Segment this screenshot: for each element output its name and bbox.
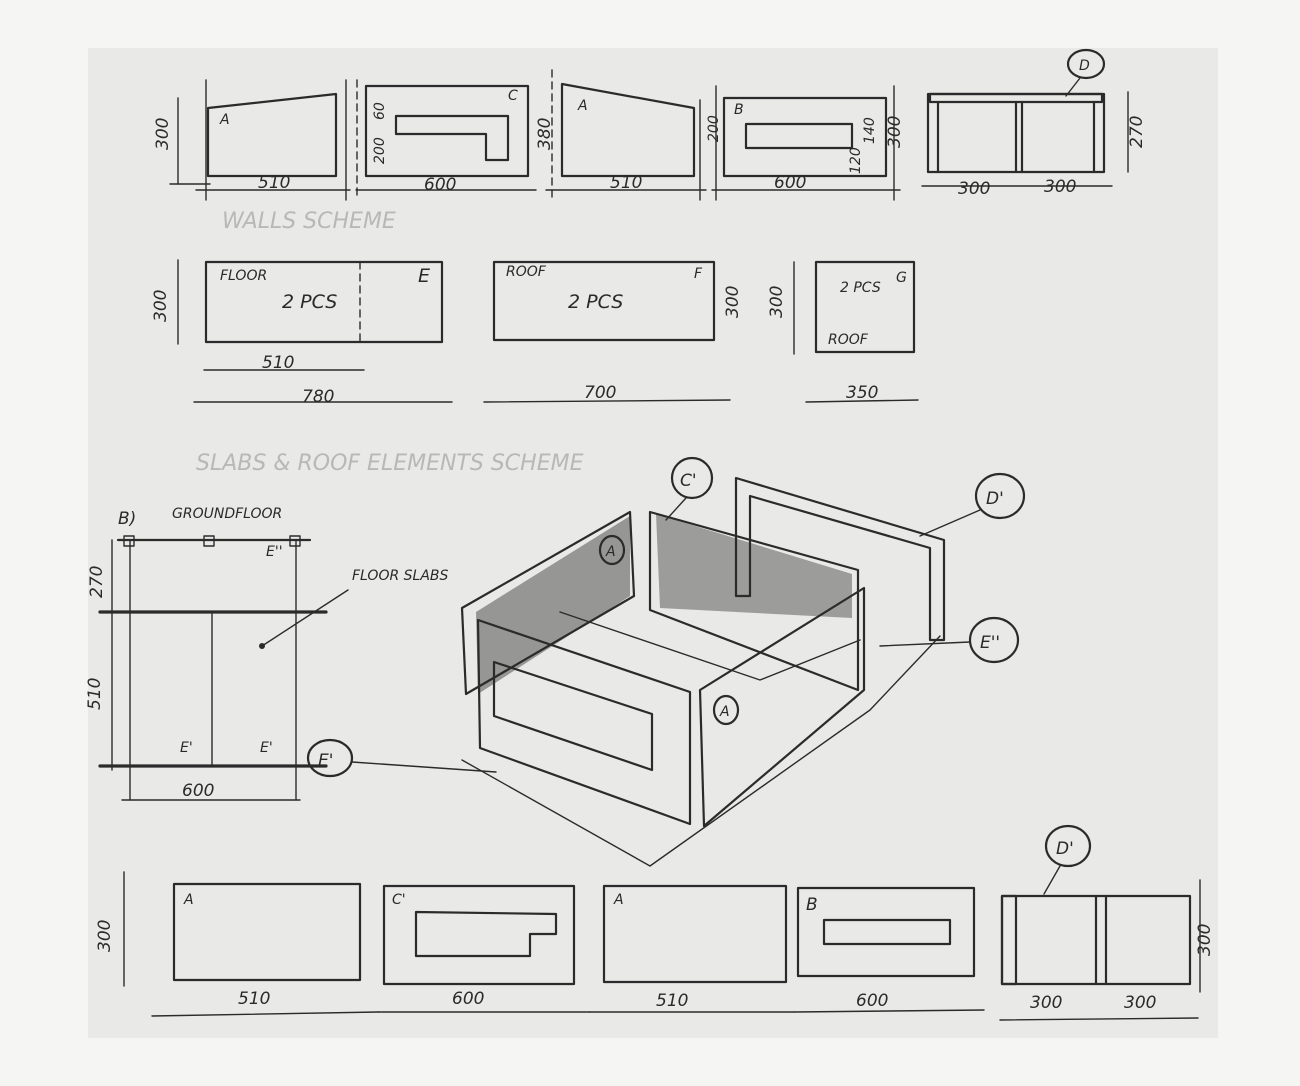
wall-a-letter: A: [219, 112, 230, 128]
bottom-d-width2: 300: [1124, 993, 1156, 1013]
callout-a1: [598, 534, 626, 566]
wall-b-h1: 200: [706, 115, 722, 142]
slab-roof-g: 2 PCS G ROOF 300 350: [767, 260, 919, 403]
slab-f-name: ROOF: [506, 264, 547, 280]
slab-f-letter: F: [694, 266, 703, 282]
wall-d-width2: 300: [1044, 177, 1076, 197]
wall-a2-height: 380: [535, 118, 555, 150]
bottom-a2-width: 510: [656, 991, 688, 1011]
wall-panel-d: D 300 270 300 300: [885, 48, 1147, 199]
slab-g-qty: 2 PCS: [840, 280, 881, 296]
callout-d: [1066, 48, 1106, 80]
slab-g-height: 300: [767, 286, 787, 318]
bottom-panel-a2: A 510: [589, 884, 795, 1013]
walls-section-title: WALLS SCHEME: [222, 209, 396, 234]
slab-f-width: 700: [584, 383, 616, 403]
slab-g-name: ROOF: [828, 332, 869, 348]
groundfloor-title: GROUNDFLOOR: [172, 506, 282, 522]
wall-c-width: 600: [424, 175, 456, 195]
bottom-d-width1: 300: [1030, 993, 1062, 1013]
paper-area: [88, 48, 1218, 1038]
bottom-a-width: 510: [238, 989, 270, 1009]
wall-panel-a: A 300 510: [153, 79, 351, 201]
wall-panel-a2: A 380 510: [535, 69, 707, 201]
slab-roof-f: ROOF 2 PCS F 300 700: [483, 260, 743, 403]
bottom-a-height: 300: [95, 920, 115, 952]
wall-b-h3: 120: [848, 147, 864, 174]
callout-a2: [712, 694, 740, 726]
wall-b-width: 600: [774, 173, 806, 193]
bottom-row: A 300 510 C' 600 A 510 B 600: [95, 824, 1215, 1021]
callout-c-prime: [670, 456, 714, 500]
wall-a2-width: 510: [610, 173, 642, 193]
wall-a-width: 510: [258, 173, 290, 193]
groundfloor-label-e1c: E': [318, 751, 333, 771]
iso-wall-a-shade: [476, 516, 630, 694]
bottom-panel-c-prime: C' 600: [377, 884, 591, 1013]
iso-callout-a1: A: [605, 544, 616, 560]
slab-e-letter: E: [418, 265, 430, 287]
slab-f-qty: 2 PCS: [568, 291, 623, 313]
wall-a2-letter: A: [577, 98, 588, 114]
bottom-d-letter: D': [1056, 839, 1074, 859]
bottom-c-letter: C': [392, 892, 406, 908]
iso-callout-d: D': [986, 489, 1004, 509]
iso-callout-e2: E'': [980, 633, 1000, 653]
wall-panel-c: C 200 60 600: [355, 79, 537, 201]
groundfloor-top-dim: 270: [87, 566, 107, 598]
iso-callout-c: C': [680, 471, 697, 491]
bottom-d-height: 300: [1195, 924, 1215, 956]
groundfloor-side-dim: 510: [85, 678, 105, 710]
groundfloor-bottom-dim: 600: [182, 781, 214, 801]
wall-b-h2: 140: [862, 117, 878, 144]
slab-g-letter: G: [896, 270, 907, 286]
wall-c-letter: C: [508, 88, 518, 104]
groundfloor-label-e2: E'': [266, 544, 283, 560]
iso-wall-c-shade: [656, 514, 852, 618]
walls-row: A 300 510 C 200 60 600 A 380 510: [153, 48, 1147, 234]
bottom-a2-letter: A: [613, 892, 624, 908]
bottom-b-width: 600: [856, 991, 888, 1011]
bottom-a-letter: A: [183, 892, 194, 908]
callout-d-prime: [974, 472, 1026, 520]
groundfloor-label-e1a: E': [180, 740, 193, 756]
slab-e-height: 300: [151, 290, 171, 322]
bottom-panel-a: A 300 510: [95, 871, 379, 1017]
callout-e1: [306, 738, 354, 778]
slab-g-width: 350: [846, 383, 878, 403]
bottom-panel-b: B 600: [793, 886, 985, 1013]
wall-d-width1: 300: [958, 179, 990, 199]
bottom-c-width: 600: [452, 989, 484, 1009]
slab-floor-e: FLOOR 2 PCS E 300 510 780: [151, 259, 453, 407]
wall-b-letter: B: [734, 102, 744, 118]
slab-f-height: 300: [723, 286, 743, 318]
wall-d-letter: D: [1079, 58, 1090, 74]
bottom-b-letter: B: [806, 895, 818, 915]
slabs-section-title: SLABS & ROOF ELEMENTS SCHEME: [196, 451, 584, 476]
groundfloor-tag: B): [118, 509, 136, 529]
bottom-panel-d-prime: D' 300 300 300: [999, 824, 1215, 1021]
iso-callout-a2: A: [719, 704, 730, 720]
slabs-row: FLOOR 2 PCS E 300 510 780 ROOF 2 PCS F 3…: [151, 259, 919, 476]
wall-panel-b: B 200 140 120 600: [706, 85, 901, 201]
slab-e-qty: 2 PCS: [282, 291, 337, 313]
groundfloor-annotation: FLOOR SLABS: [352, 568, 449, 584]
wall-d-height-a: 300: [885, 116, 905, 148]
wall-a-height: 300: [153, 118, 173, 150]
slab-e-width: 780: [302, 387, 334, 407]
wall-d-height-b: 270: [1127, 116, 1147, 148]
isometric-view: C' D' A A E'': [460, 456, 1026, 867]
callout-e2: [968, 616, 1020, 664]
callout-d-prime-bottom: [1044, 824, 1092, 868]
slab-e-name: FLOOR: [220, 268, 267, 284]
wall-c-inner-h2: 60: [372, 102, 388, 120]
slab-e-inner-width: 510: [262, 353, 294, 373]
groundfloor-label-e1b: E': [260, 740, 273, 756]
wall-c-inner-h1: 200: [372, 137, 388, 164]
groundfloor-plan: B) GROUNDFLOOR 270 510 600 FLOOR SLABS E…: [85, 506, 497, 801]
